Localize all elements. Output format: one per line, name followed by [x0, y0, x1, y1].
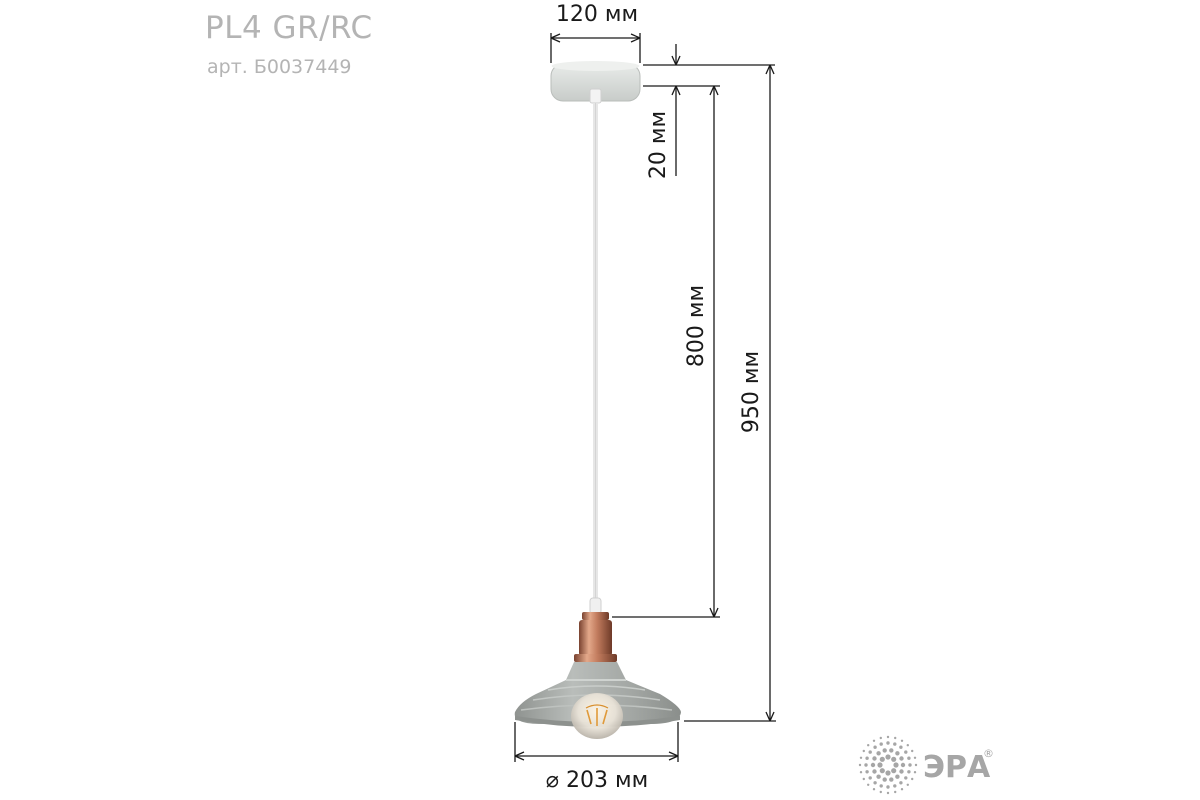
- logo-dot: [895, 774, 900, 779]
- logo-dot: [907, 756, 911, 760]
- logo-dot: [908, 763, 912, 767]
- logo-dot: [876, 751, 881, 756]
- canopy-height-label: 20 мм: [646, 111, 671, 179]
- logo-dot: [865, 756, 869, 760]
- brand-name: ЭРА: [923, 750, 991, 785]
- logo-dot: [868, 776, 872, 780]
- logo-dot: [893, 742, 897, 746]
- logo-dot: [894, 736, 897, 740]
- logo-dot: [872, 769, 877, 774]
- logo-dot: [879, 784, 883, 788]
- logo-dot: [865, 770, 869, 774]
- logo-dot: [879, 790, 882, 794]
- logo-dot: [858, 763, 862, 767]
- logo-dot: [886, 791, 890, 795]
- logo-dot: [870, 762, 876, 768]
- logo-dot: [891, 768, 897, 774]
- cord-grip: [589, 597, 602, 615]
- logo-dot: [914, 763, 918, 767]
- logo-dot: [873, 745, 877, 749]
- cord-length-label: 800 мм: [684, 285, 709, 367]
- logo-dot: [859, 771, 863, 774]
- logo-dot: [868, 750, 872, 754]
- logo-dot: [873, 781, 877, 785]
- logo-dot: [872, 756, 877, 761]
- logo-dot: [906, 783, 909, 786]
- logo-dot: [907, 770, 911, 774]
- dim-shade-diameter: [514, 722, 679, 762]
- logo-dot: [911, 749, 914, 753]
- logo-dot: [900, 788, 904, 791]
- logo-dot: [900, 739, 904, 742]
- logo-dot: [867, 744, 870, 747]
- logo-dot: [879, 756, 885, 762]
- shade: [514, 662, 681, 727]
- logo-dot: [899, 769, 904, 774]
- dim-total-height: [684, 64, 776, 722]
- logo-dot: [882, 777, 887, 782]
- canopy-width-label: 120 мм: [556, 2, 638, 27]
- logo-dot: [886, 735, 890, 739]
- dim-cord-length: [612, 85, 720, 618]
- logo-dot: [885, 754, 891, 760]
- logo-dot: [862, 749, 865, 753]
- total-height-label: 950 мм: [739, 351, 764, 433]
- article-number: арт. Б0037449: [207, 56, 352, 78]
- logo-dot: [913, 771, 917, 774]
- logo-dot: [906, 744, 909, 747]
- logo-dot: [885, 770, 891, 776]
- logo-dot: [872, 739, 876, 742]
- logo-dot: [900, 762, 906, 768]
- logo-dot: [886, 785, 890, 789]
- logo-dot: [879, 736, 882, 740]
- logo-dot: [859, 756, 863, 759]
- logo-dot: [864, 763, 868, 767]
- canopy: [550, 61, 641, 104]
- logo-dot: [879, 768, 885, 774]
- logo-dot: [891, 756, 897, 762]
- logo-dot: [886, 741, 890, 745]
- logo-dot: [893, 762, 899, 768]
- logo-dot: [879, 742, 883, 746]
- logo-dot: [899, 756, 904, 761]
- logo-dot: [862, 777, 865, 781]
- logo-dot: [872, 788, 876, 791]
- logo-dot: [893, 784, 897, 788]
- socket: [574, 612, 617, 662]
- logo-dot: [895, 751, 900, 756]
- logo-dot: [889, 777, 894, 782]
- dim-canopy-width: [550, 33, 641, 63]
- dim-canopy-height: [643, 44, 775, 176]
- logo-dot: [877, 762, 883, 768]
- logo-dot: [882, 748, 887, 753]
- logo-dot: [899, 781, 903, 785]
- logo-dot: [904, 776, 908, 780]
- logo-dot: [911, 777, 914, 781]
- logo-dot: [904, 750, 908, 754]
- model-title: PL4 GR/RC: [205, 10, 373, 46]
- logo-dot: [913, 756, 917, 759]
- logo-dot: [876, 774, 881, 779]
- logo-dot: [899, 745, 903, 749]
- shade-diameter-label: ⌀ 203 мм: [546, 768, 648, 793]
- logo-dot: [894, 790, 897, 794]
- sun-dots-icon: [858, 735, 918, 795]
- bulb: [571, 693, 623, 739]
- brand-registered: ®: [983, 747, 994, 760]
- logo-dot: [889, 748, 894, 753]
- logo-dot: [867, 783, 870, 786]
